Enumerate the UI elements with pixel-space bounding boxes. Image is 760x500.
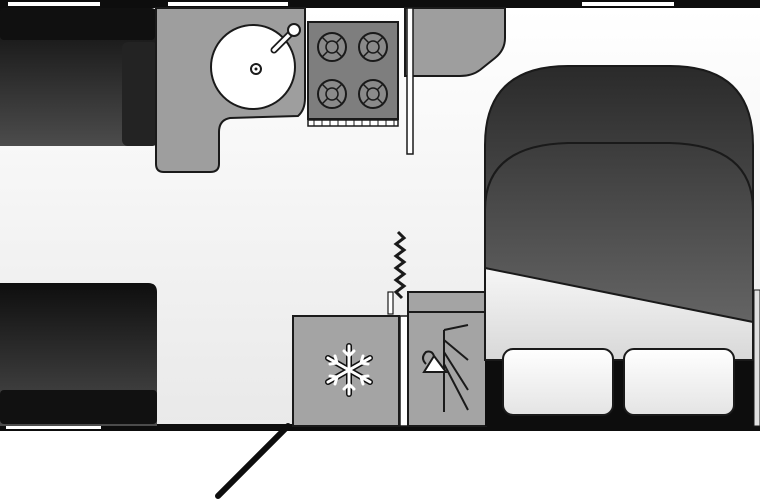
- pillow: [623, 348, 735, 416]
- front-sofa-arm: [122, 42, 158, 146]
- entrance-door: [215, 423, 291, 499]
- window-top-mid: [168, 2, 288, 6]
- burner-icon: [358, 32, 388, 62]
- coat-hanger-icon: [422, 324, 469, 412]
- bed-duvet-fold: [484, 142, 754, 211]
- burner-icon: [317, 32, 347, 62]
- wardrobe-unit: [399, 291, 487, 427]
- rear-sofa-back: [0, 390, 157, 424]
- bottom-wall: [0, 424, 760, 431]
- heater-icon: [387, 230, 407, 315]
- hob-knobs: [307, 119, 399, 127]
- sink-icon: [250, 63, 262, 75]
- window-bottom-left: [6, 426, 101, 429]
- fridge-unit: [292, 315, 400, 427]
- front-sofa: [0, 8, 158, 146]
- window-front: [8, 2, 100, 6]
- counter-extension: [404, 7, 506, 77]
- top-wall: [0, 0, 760, 8]
- burner-icon: [358, 79, 388, 109]
- snowflake-icon: [325, 343, 373, 397]
- bed-sheet: [484, 266, 754, 361]
- bed-pillows: [502, 348, 735, 416]
- bed-mattress: [484, 65, 754, 331]
- window-top-right: [582, 2, 674, 6]
- round-sink: [210, 23, 301, 110]
- gas-hob: [307, 21, 399, 127]
- pillow: [502, 348, 614, 416]
- rear-sofa: [0, 283, 157, 426]
- burner-icon: [317, 79, 347, 109]
- kitchen-partition: [406, 7, 414, 155]
- front-sofa-back: [0, 8, 155, 40]
- tap-icon: [270, 23, 301, 54]
- right-wall-stub: [753, 289, 760, 427]
- island-bed: [484, 65, 755, 426]
